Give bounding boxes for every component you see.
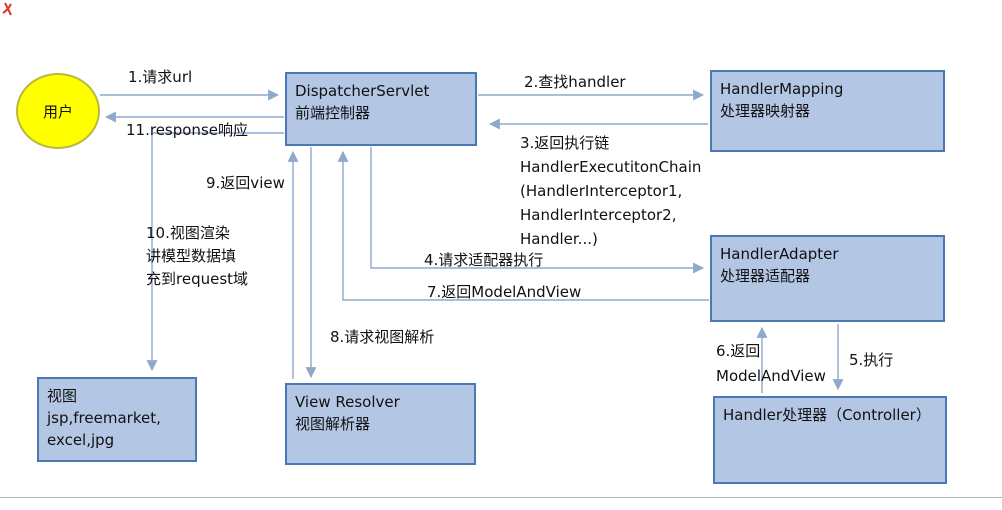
node-handler-adapter: HandlerAdapter 处理器适配器	[710, 235, 945, 322]
edge-label-2: 2.查找handler	[524, 73, 626, 91]
node-view-resolver-line2: 视图解析器	[295, 415, 371, 433]
edge-label-10-line2: 讲模型数据填	[146, 247, 237, 265]
node-view-resolver: View Resolver 视图解析器	[285, 383, 476, 465]
node-dispatcher-servlet: DispatcherServlet 前端控制器	[285, 72, 477, 146]
red-mark	[2, 2, 12, 16]
edge-label-7: 7.返回ModelAndView	[427, 283, 582, 301]
node-view-resolver-line1: View Resolver	[295, 393, 400, 411]
node-handler-controller: Handler处理器（Controller）	[713, 396, 947, 484]
node-dispatcher-servlet-line2: 前端控制器	[295, 104, 371, 122]
node-view-line1: 视图	[47, 387, 78, 405]
edge-label-6: 6.返回 ModelAndView	[716, 339, 826, 389]
edge-label-8: 8.请求视图解析	[330, 328, 435, 346]
actor-user-label: 用户	[42, 102, 73, 121]
edge-label-3-line1: 3.返回执行链	[520, 134, 610, 152]
node-handler-mapping-line1: HandlerMapping	[720, 80, 844, 98]
edge-label-3-line3: (HandlerInterceptor1,	[520, 182, 683, 200]
edge-label-3: 3.返回执行链 HandlerExecutitonChain (HandlerI…	[520, 131, 701, 251]
node-handler-adapter-line2: 处理器适配器	[720, 267, 811, 285]
edge-label-3-line2: HandlerExecutitonChain	[520, 158, 702, 176]
edge-label-1: 1.请求url	[128, 68, 193, 86]
edge-label-9: 9.返回view	[206, 174, 285, 192]
node-handler-mapping-line2: 处理器映射器	[720, 102, 811, 120]
edge-label-6-line1: 6.返回	[716, 342, 761, 360]
edge-label-10-line3: 充到request域	[146, 270, 249, 288]
node-handler-controller-line1: Handler处理器（Controller）	[723, 406, 931, 424]
edge-label-3-line4: HandlerInterceptor2,	[520, 206, 677, 224]
node-view: 视图 jsp,freemarket, excel,jpg	[37, 377, 197, 462]
node-handler-mapping: HandlerMapping 处理器映射器	[710, 70, 945, 152]
edge-label-11: 11.response响应	[126, 121, 248, 139]
edge-label-10: 10.视图渲染 讲模型数据填 充到request域	[146, 222, 248, 291]
edge-label-6-line2: ModelAndView	[716, 367, 826, 385]
node-dispatcher-servlet-line1: DispatcherServlet	[295, 82, 430, 100]
edge-label-4: 4.请求适配器执行	[424, 251, 544, 269]
bottom-divider	[0, 497, 1002, 498]
edge-label-3-line5: Handler...)	[520, 230, 598, 248]
edge-label-5: 5.执行	[849, 351, 894, 369]
edge-label-10-line1: 10.视图渲染	[146, 224, 230, 242]
actor-user: 用户	[16, 73, 100, 149]
node-handler-adapter-line1: HandlerAdapter	[720, 245, 839, 263]
node-view-line2: jsp,freemarket,	[47, 409, 161, 427]
node-view-line3: excel,jpg	[47, 431, 115, 449]
